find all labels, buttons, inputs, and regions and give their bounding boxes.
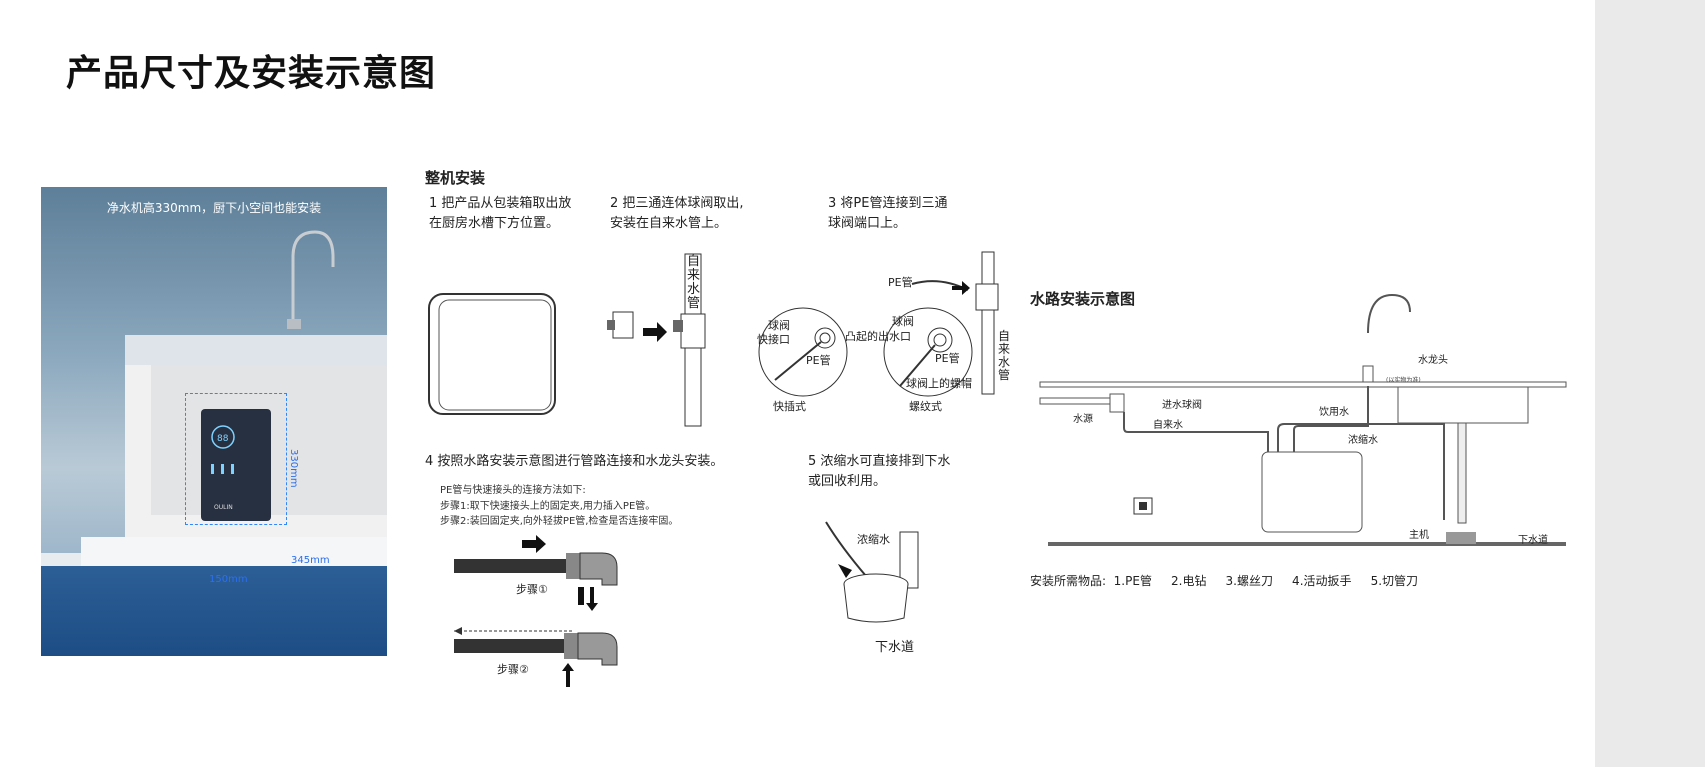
- step-b-label: 步骤②: [497, 663, 529, 676]
- dim-depth-label: 345mm: [291, 555, 330, 566]
- ball-valve-nut-label: 球阀上的螺帽: [906, 377, 972, 390]
- step-5-text: 5 浓缩水可直接排到下水 或回收利用。: [808, 454, 951, 489]
- step-2-text: 2 把三通连体球阀取出, 安装在自来水管上。: [610, 196, 744, 231]
- dim-height-label: 330mm: [288, 449, 299, 488]
- pe-tube-label: PE管: [888, 276, 913, 289]
- concentrate-label-2: 浓缩水: [1348, 435, 1378, 446]
- host-label: 主机: [1409, 530, 1429, 541]
- note-line-3: 步骤2:装回固定夹,向外轻拔PE管,检查是否连接牢固。: [440, 516, 679, 527]
- tap-water-label: 自来水: [1153, 420, 1183, 431]
- concentrate-label: 浓缩水: [857, 533, 890, 546]
- valve-to-pipe-icon: [607, 253, 706, 427]
- pipe-label-vertical: 自来水管: [687, 254, 701, 311]
- pipe-label-vertical-2: 自来水管: [998, 329, 1011, 382]
- install-title: 整机安装: [425, 169, 486, 187]
- quick-port-label: 快接口: [757, 333, 790, 346]
- faucet-note-label: (以实物为准): [1386, 377, 1421, 384]
- note-line-1: PE管与快速接头的连接方法如下:: [440, 485, 586, 496]
- waterway-title: 水路安装示意图: [1030, 290, 1136, 308]
- ball-valve-label-2: 球阀: [892, 315, 914, 328]
- raised-outlet-label: 凸起的出水口: [845, 330, 911, 343]
- purifier-display-icon: 88 OULIN: [211, 425, 235, 511]
- faucet-label: 水龙头: [1418, 355, 1448, 366]
- step-3-text: 3 将PE管连接到三通 球阀端口上。: [828, 196, 948, 231]
- ball-valve-label: 球阀: [768, 319, 790, 332]
- dimension-box: [185, 393, 287, 525]
- faucet-photo-icon: [287, 230, 335, 329]
- pe-to-valve-icon: [911, 251, 999, 395]
- quick-connect-detail-icon: [758, 307, 848, 397]
- tools-list: 安装所需物品: 1.PE管 2.电钻 3.螺丝刀 4.活动扳手 5.切管刀: [1030, 574, 1419, 588]
- quick-type-label: 快插式: [773, 400, 806, 413]
- drain-label: 下水道: [875, 640, 915, 655]
- photo-caption: 净水机高330mm，厨下小空间也能安装: [106, 201, 322, 215]
- unit-box-icon: [428, 293, 556, 415]
- water-background: [41, 566, 387, 656]
- dim-width-label: 150mm: [209, 574, 248, 585]
- page-title: 产品尺寸及安装示意图: [66, 53, 437, 94]
- water-source-label: 水源: [1073, 414, 1093, 425]
- drain-bucket-icon: [825, 521, 919, 623]
- step-1-text: 1 把产品从包装箱取出放 在厨房水槽下方位置。: [429, 196, 572, 231]
- right-sidebar: [1595, 0, 1705, 767]
- purifier-unit: 88 OULIN: [201, 409, 271, 521]
- inlet-valve-label: 进水球阀: [1162, 400, 1202, 411]
- countertop: [125, 335, 387, 365]
- brand-label: OULIN: [214, 504, 233, 511]
- drain-label-2: 下水道: [1518, 535, 1548, 546]
- note-line-2: 步骤1:取下快速接头上的固定夹,用力插入PE管。: [440, 501, 656, 512]
- thread-type-label: 螺纹式: [909, 400, 942, 413]
- pe-tube-label-2: PE管: [806, 354, 831, 367]
- waterway-diagram: [1039, 293, 1567, 546]
- svg-text:88: 88: [217, 434, 229, 444]
- product-photo: 88 OULIN 净水机高330mm，厨下小空间也能安装 330mm 345mm…: [41, 187, 387, 656]
- step-4-text: 4 按照水路安装示意图进行管路连接和水龙头安装。: [425, 454, 724, 469]
- drinking-water-label: 饮用水: [1319, 407, 1349, 418]
- thread-connect-detail-icon: [883, 307, 973, 397]
- step-a-label: 步骤①: [516, 583, 548, 596]
- pe-tube-label-3: PE管: [935, 352, 960, 365]
- shelf: [81, 537, 387, 567]
- pe-connection-steps-icon: [454, 535, 618, 687]
